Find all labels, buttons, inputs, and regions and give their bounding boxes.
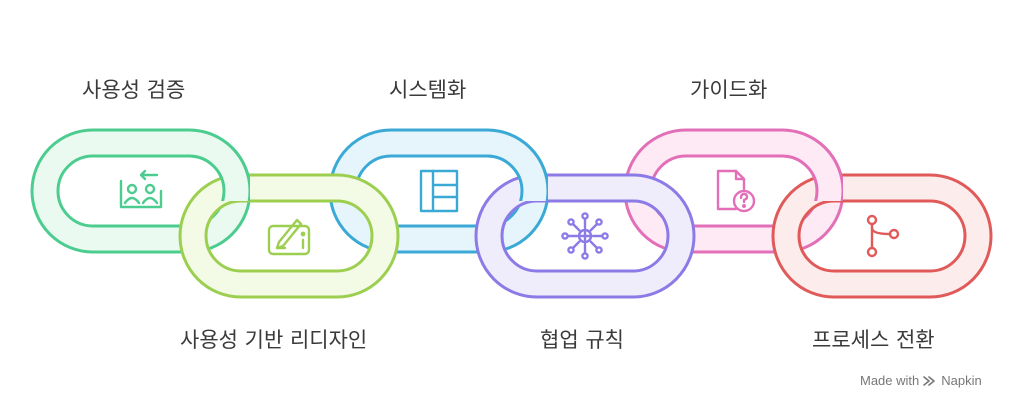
chain-link-overlap-1 [190,130,250,201]
network-hub-icon [561,212,609,260]
made-with-napkin: Made with Napkin [860,373,982,388]
document-question-icon [716,169,756,213]
step-label-5: 가이드화 [690,78,768,102]
branch-icon [866,214,900,258]
watermark-prefix: Made with [860,373,920,388]
napkin-logo-icon [923,375,937,387]
step-label-3: 시스템화 [389,78,467,102]
design-tablet-icon [267,218,311,256]
chain-link-6 [771,173,993,299]
chain-link-2 [178,173,400,299]
step-label-6: 프로세스 전환 [812,328,935,352]
layout-grid-icon [419,169,459,213]
step-label-1: 사용성 검증 [82,78,186,102]
user-feedback-icon [119,169,163,209]
watermark-brand: Napkin [941,373,982,388]
step-label-2: 사용성 기반 리디자인 [180,328,368,352]
chain-link-4 [474,173,696,299]
chain-link-overlap-3 [488,130,548,201]
chain-link-overlap-5 [783,130,843,201]
step-label-4: 협업 규칙 [540,328,624,352]
